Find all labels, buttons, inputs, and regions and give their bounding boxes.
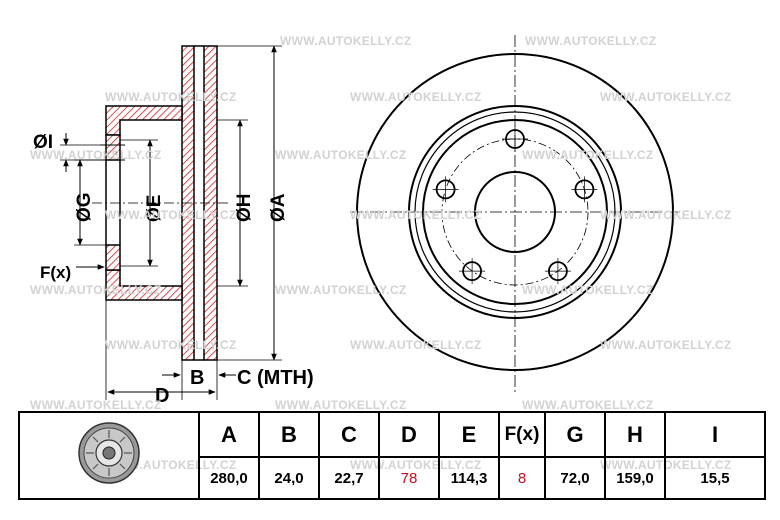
bolt-holes bbox=[432, 126, 598, 285]
value-g: 72,0 bbox=[544, 456, 606, 500]
value-i: 15,5 bbox=[664, 456, 766, 500]
label-dia-a: ØA bbox=[268, 193, 289, 222]
value-fx: 8 bbox=[498, 456, 546, 500]
hub-face-upper bbox=[105, 134, 121, 161]
value-e: 114,3 bbox=[438, 456, 500, 500]
value-d: 78 bbox=[378, 456, 440, 500]
hat-edge bbox=[422, 119, 608, 305]
header-i: I bbox=[664, 411, 766, 458]
header-h: H bbox=[604, 411, 666, 458]
header-e: E bbox=[438, 411, 500, 458]
value-h: 159,0 bbox=[604, 456, 666, 500]
label-f: F(x) bbox=[40, 263, 71, 282]
center-bore bbox=[474, 171, 556, 253]
label-dia-i: ØI bbox=[33, 132, 53, 153]
label-c: C (MTH) bbox=[237, 367, 314, 389]
disc-thumbnail-icon bbox=[78, 421, 140, 484]
cross-section: ØI ØG ØE ØH ØA F(x) B C (MTH) D bbox=[33, 45, 314, 407]
value-b: 24,0 bbox=[258, 456, 320, 500]
header-c: C bbox=[318, 411, 380, 458]
hat-top-wall bbox=[105, 105, 183, 136]
label-dia-h: ØH bbox=[234, 194, 255, 223]
label-dia-g: ØG bbox=[74, 192, 95, 222]
header-fx: F(x) bbox=[498, 411, 546, 458]
label-dia-e: ØE bbox=[144, 195, 165, 222]
header-g: G bbox=[544, 411, 606, 458]
label-b: B bbox=[190, 367, 204, 389]
header-b: B bbox=[258, 411, 320, 458]
header-a: A bbox=[198, 411, 260, 458]
value-c: 22,7 bbox=[318, 456, 380, 500]
label-d: D bbox=[155, 385, 169, 407]
header-d: D bbox=[378, 411, 440, 458]
disc-thumbnail bbox=[18, 411, 200, 500]
disc-outer-edge bbox=[356, 53, 674, 371]
disc-inner-edge bbox=[408, 105, 622, 319]
value-a: 280,0 bbox=[198, 456, 260, 500]
hub-face-lower bbox=[105, 244, 121, 271]
front-view bbox=[350, 35, 680, 392]
hat-bottom-wall bbox=[105, 269, 183, 301]
